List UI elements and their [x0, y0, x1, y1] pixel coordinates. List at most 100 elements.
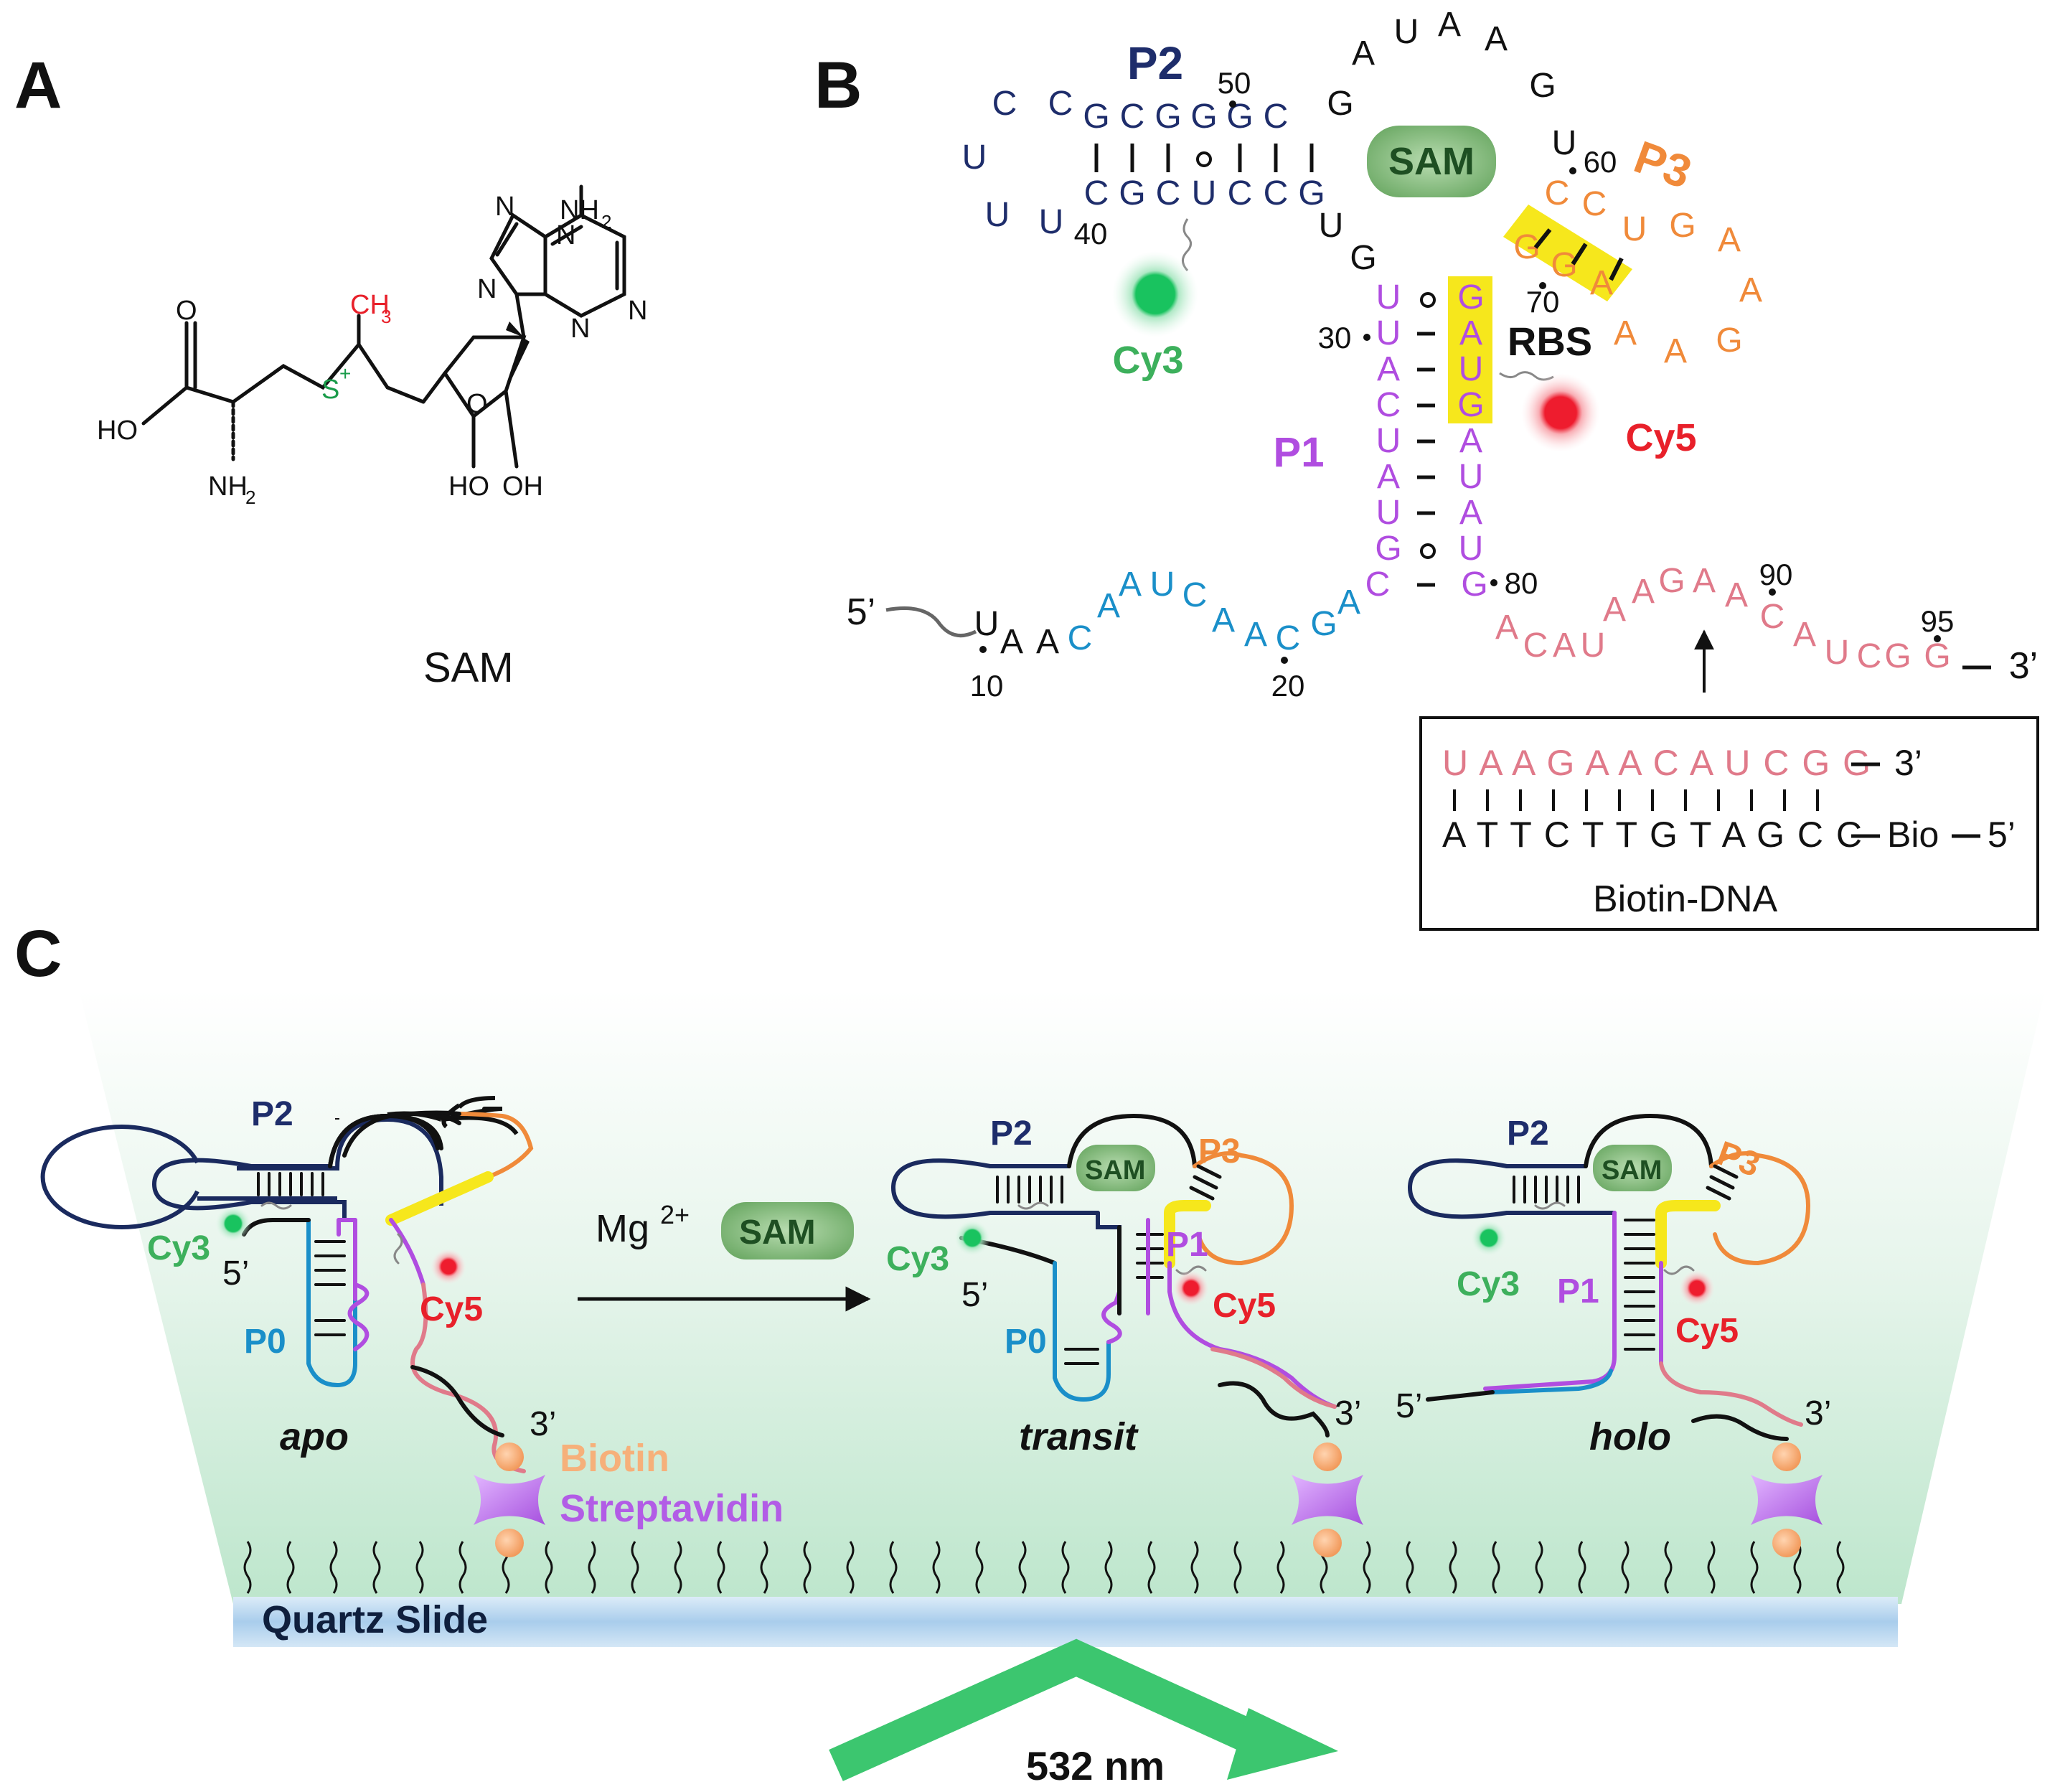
svg-text:A: A — [1603, 591, 1626, 629]
svg-text:G: G — [1375, 530, 1401, 568]
wobble-pair — [1196, 151, 1212, 167]
wedge-bond — [506, 322, 524, 337]
svg-text:40: 40 — [1074, 217, 1108, 250]
svg-text:G: G — [1924, 637, 1950, 675]
peg-chain — [1190, 1541, 1199, 1594]
p2-label: P2 — [1127, 37, 1183, 89]
sam-reagent-label: SAM — [739, 1214, 816, 1252]
svg-text:G: G — [1327, 85, 1353, 123]
svg-text:A: A — [1485, 20, 1508, 58]
svg-text:A: A — [1693, 562, 1716, 600]
peg-chain — [1750, 1541, 1759, 1594]
svg-text:G: G — [1884, 637, 1911, 675]
svg-text:U: U — [1394, 13, 1419, 51]
peg-chain — [1793, 1541, 1802, 1594]
transit-labels: P2 SAM P3 P1 Cy3 5’ P0 Cy5 3’ transit — [886, 1115, 1361, 1458]
svg-text:OH: OH — [502, 472, 543, 502]
svg-text:C: C — [1120, 98, 1145, 136]
anchor-holo — [1751, 1442, 1823, 1557]
svg-text:A: A — [1377, 350, 1400, 388]
svg-text:95: 95 — [1921, 604, 1955, 638]
rbs-label: RBS — [1508, 319, 1592, 364]
rna-sequence: U A A G A A C A U C G G — [1442, 743, 1872, 783]
peg-chain — [588, 1541, 596, 1594]
svg-text:A: A — [1459, 494, 1482, 532]
svg-text:U: U — [962, 139, 987, 177]
sam-name: SAM — [423, 644, 514, 691]
svg-text:A: A — [1459, 314, 1482, 352]
svg-text:C: C — [992, 85, 1017, 123]
panel-label-a: A — [14, 49, 62, 122]
svg-text:N: N — [628, 296, 647, 326]
svg-text:U: U — [1622, 210, 1647, 248]
peg-chain — [889, 1541, 898, 1594]
svg-text:transit: transit — [1019, 1415, 1139, 1458]
mg-label: Mg — [596, 1207, 649, 1250]
cy3-label: Cy3 — [1112, 339, 1183, 382]
svg-text:P1: P1 — [1557, 1272, 1599, 1310]
cy5-fluorophore — [1521, 373, 1600, 452]
svg-text:NH: NH — [208, 472, 248, 502]
svg-text:A: A — [1119, 566, 1142, 604]
svg-text:C: C — [1857, 637, 1882, 675]
secondary-structure: G C G G G C C G C U C C G U U U — [847, 6, 2038, 687]
p3-loop: G A A G A A — [1614, 207, 1762, 370]
junction-top: G A U A A G — [1327, 6, 1556, 123]
svg-text:G: G — [1461, 566, 1487, 604]
svg-text:A: A — [1000, 623, 1023, 661]
peg-chain — [1836, 1541, 1845, 1594]
svg-text:5’: 5’ — [961, 1276, 988, 1314]
svg-text:A: A — [1614, 314, 1637, 352]
three-prime-label: 3’ — [2009, 645, 2038, 687]
dna-five-prime: 5’ — [1988, 815, 2016, 855]
svg-text:3’: 3’ — [530, 1405, 556, 1443]
svg-text:U: U — [1376, 278, 1401, 316]
evanescent-field — [79, 990, 2045, 1604]
svg-text:U: U — [1319, 207, 1344, 245]
svg-text:S: S — [321, 375, 339, 405]
peg-chain — [415, 1541, 424, 1594]
anchor-transit — [1292, 1442, 1363, 1557]
svg-text:P2: P2 — [251, 1095, 293, 1133]
hybrid-pairs — [1453, 789, 1819, 811]
svg-text:N: N — [556, 220, 575, 250]
sam-ligand-label: SAM — [1388, 140, 1475, 183]
svg-text:C: C — [1376, 386, 1401, 424]
svg-text:U: U — [1376, 494, 1401, 532]
svg-text:A: A — [1097, 587, 1120, 625]
svg-text:3’: 3’ — [1335, 1394, 1361, 1432]
svg-text:U: U — [1459, 458, 1484, 496]
transit-cy3 — [954, 1220, 990, 1256]
peg-chain — [1707, 1541, 1716, 1594]
bio-label: Bio — [1887, 815, 1939, 855]
peg-chain — [1147, 1541, 1156, 1594]
laser-label: 532 nm — [1026, 1743, 1165, 1788]
svg-text:C: C — [1365, 566, 1391, 604]
holo-cy5 — [1679, 1270, 1715, 1306]
svg-text:A: A — [1632, 573, 1655, 611]
svg-text:N: N — [570, 314, 590, 344]
svg-text:G: G — [1083, 98, 1109, 136]
svg-text:C: C — [1582, 185, 1607, 223]
transit-diagram — [890, 1113, 1337, 1437]
p3-label: P3 — [1627, 131, 1698, 198]
svg-text:A: A — [1036, 623, 1059, 661]
svg-text:G: G — [1658, 562, 1685, 600]
svg-text:U: U — [1376, 314, 1401, 352]
svg-text:G: G — [1190, 98, 1217, 136]
svg-text:G: G — [1298, 174, 1325, 212]
peg-chain — [932, 1541, 941, 1594]
svg-text:C: C — [1545, 174, 1570, 212]
svg-text:P2: P2 — [990, 1115, 1033, 1153]
svg-text:U: U — [1459, 350, 1484, 388]
peg-chain — [760, 1541, 768, 1594]
p3-pairs — [1533, 228, 1624, 281]
svg-text:G: G — [1310, 605, 1337, 643]
svg-text:U: U — [1376, 422, 1401, 460]
apo-cy3 — [215, 1206, 251, 1242]
peg-chain — [1492, 1541, 1500, 1594]
svg-text:apo: apo — [280, 1415, 349, 1458]
peg-chain — [631, 1541, 639, 1594]
svg-text:U: U — [1459, 530, 1484, 568]
apo-labels: P2 Cy3 5’ P0 Cy5 3’ apo — [147, 1095, 556, 1458]
